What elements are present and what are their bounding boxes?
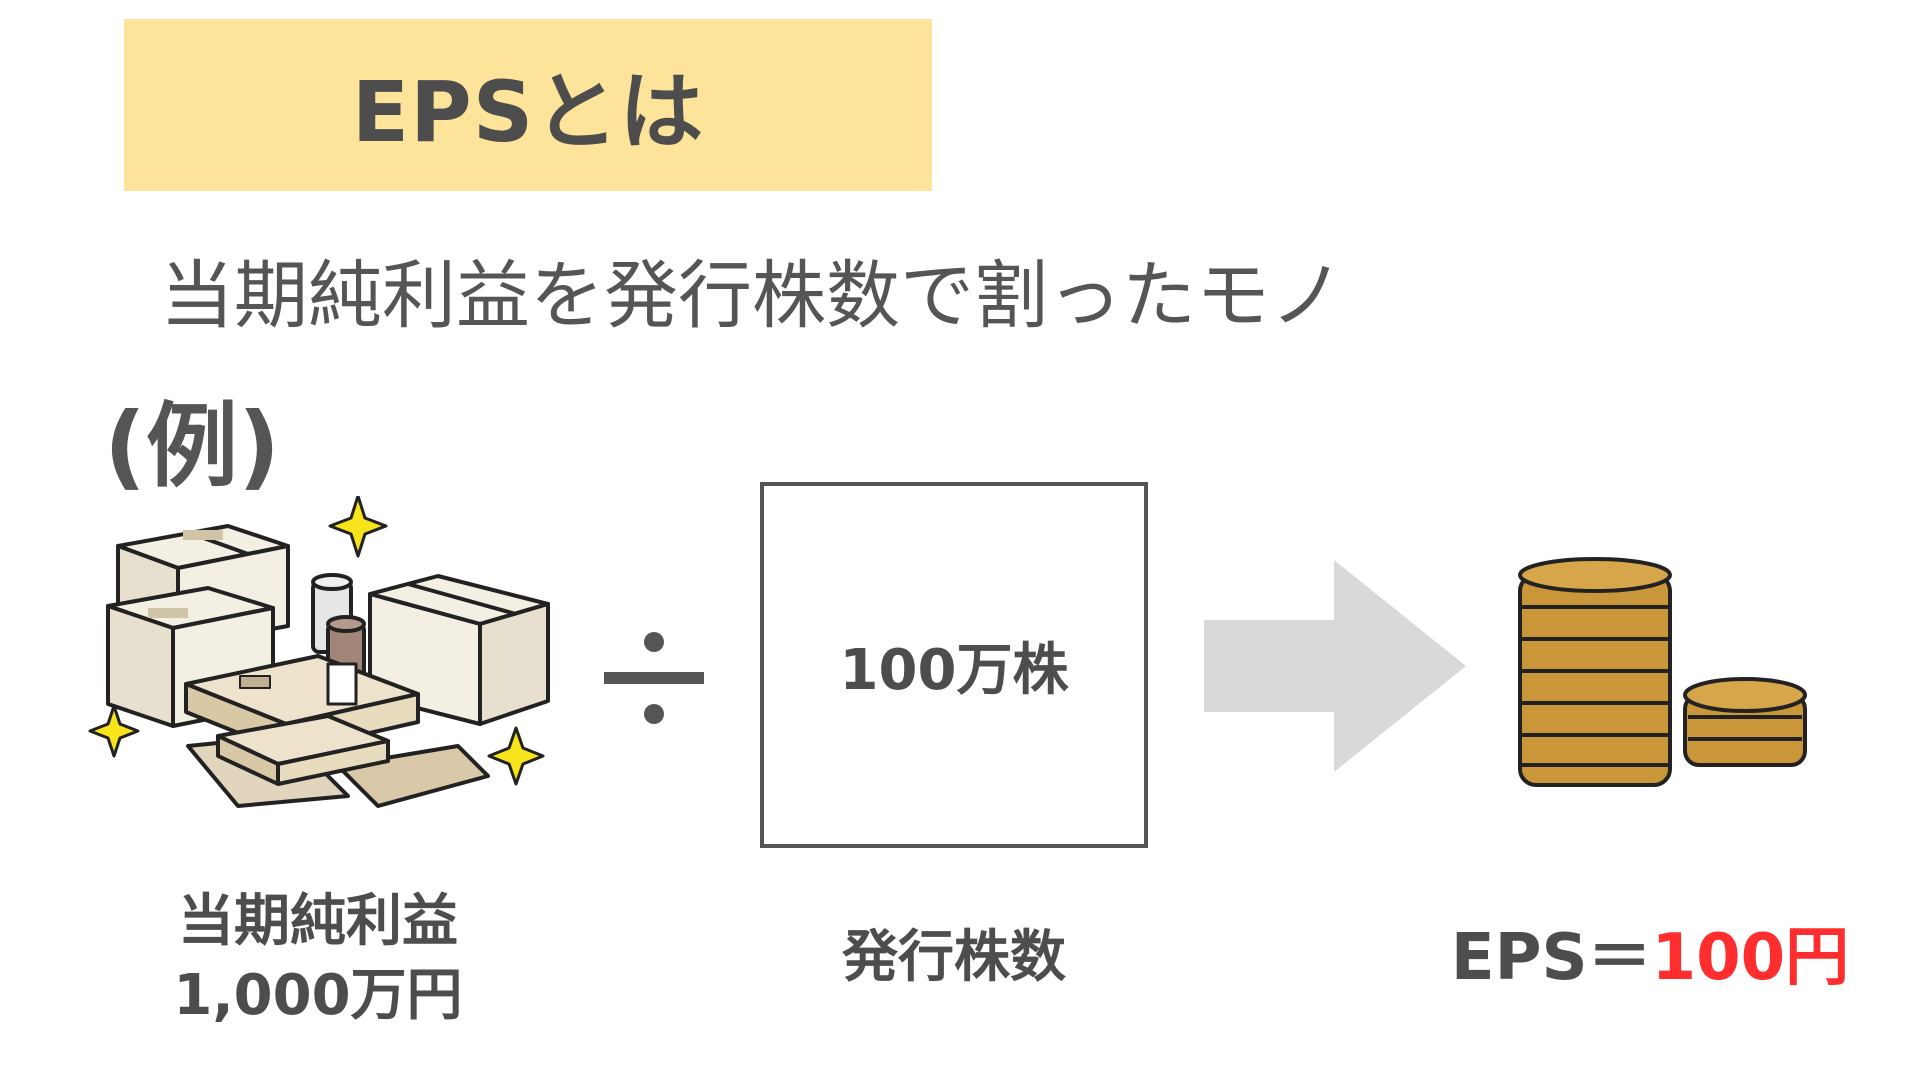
- coin-stack-illustration: [1518, 557, 1807, 787]
- right-arrow-icon: [1204, 560, 1466, 772]
- net-income-label: 当期純利益: [178, 889, 458, 954]
- money-stack-illustration: [88, 496, 550, 808]
- shares-box: 100万株: [760, 482, 1148, 848]
- eps-prefix: EPS＝: [1450, 921, 1652, 995]
- shares-value: 100万株: [839, 637, 1069, 703]
- divide-icon: [604, 632, 704, 724]
- definition-text: 当期純利益を発行株数で割ったモノ: [160, 253, 1344, 339]
- net-income-value: 1,000万円: [173, 963, 463, 1028]
- shares-label: 発行株数: [842, 925, 1066, 990]
- example-label: (例): [104, 393, 281, 500]
- eps-result: EPS＝100円: [1420, 906, 1880, 998]
- page-title: EPSとは: [351, 62, 705, 161]
- eps-value: 100円: [1651, 921, 1850, 995]
- title-banner: EPSとは: [124, 19, 932, 191]
